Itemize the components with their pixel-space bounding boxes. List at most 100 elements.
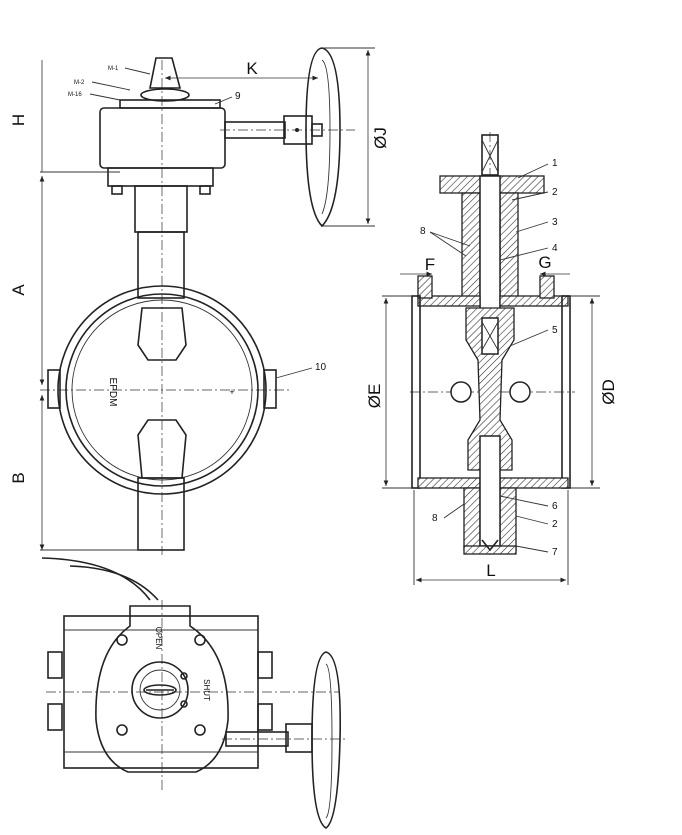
part-label-2b: 2 xyxy=(552,519,558,530)
dim-l-label: L xyxy=(486,561,495,580)
handwheel-rim xyxy=(305,47,341,228)
body-bore xyxy=(71,299,253,481)
cable-2 xyxy=(69,565,159,601)
neck-lower xyxy=(137,231,185,299)
dial-screw-2 xyxy=(180,700,188,708)
leader-8b xyxy=(443,503,465,519)
disc-hub-top xyxy=(137,307,187,361)
disc-upper-bore-x2 xyxy=(481,321,499,351)
open-label: OPEN xyxy=(154,627,163,650)
cable-1 xyxy=(41,557,151,601)
leader-8a-2 xyxy=(429,231,467,257)
top-lug-right-2 xyxy=(257,703,273,731)
top-view: OPEN SHUT xyxy=(41,557,345,829)
dim-j-label: ØJ xyxy=(371,127,390,149)
lower-neck-left-wall xyxy=(463,487,481,551)
part-label-9: 9 xyxy=(235,91,241,102)
shut-label: SHUT xyxy=(202,679,211,701)
top-hub xyxy=(285,723,313,753)
section-view xyxy=(410,132,575,555)
seat-label: EPDM xyxy=(107,378,118,407)
top-lug-right-1 xyxy=(257,651,273,679)
part-label-6: 6 xyxy=(552,501,558,512)
label-m2: M-2 xyxy=(74,80,85,86)
dim-f-label: F xyxy=(425,255,435,274)
part-label-10: 10 xyxy=(315,362,327,373)
indicator-dial-inner xyxy=(139,669,181,711)
upper-neck-right-wall xyxy=(499,192,519,299)
section-view-dimensions: F G ØE ØD L 1 2 3 4 5 8 8 6 xyxy=(365,158,618,585)
leader-3 xyxy=(515,221,549,233)
plate-bolt-1 xyxy=(116,634,128,646)
dim-e-label: ØE xyxy=(365,384,384,409)
part-label-5: 5 xyxy=(552,325,558,336)
gearbox-plate xyxy=(95,605,229,773)
indicator-dial-outer xyxy=(131,661,189,719)
upper-neck-left-wall xyxy=(461,192,481,299)
body-seat-ring xyxy=(65,293,259,487)
gearbox-indicator xyxy=(149,57,182,89)
top-handwheel-rim xyxy=(311,651,342,829)
part-label-8a: 8 xyxy=(420,226,426,237)
hub-spoke xyxy=(311,123,323,137)
lug-left xyxy=(47,369,61,409)
leader-m2 xyxy=(91,81,131,91)
body-outer-ring xyxy=(57,285,267,495)
part-label-1: 1 xyxy=(552,158,558,169)
plate-bolt-3 xyxy=(116,724,128,736)
plate-bolt-4 xyxy=(194,724,206,736)
front-view-dimensions: H A B K ØJ M-1 M-2 M-16 9 10 xyxy=(9,47,390,551)
top-lug-left-2 xyxy=(47,703,63,731)
dim-h-label: H xyxy=(9,114,28,126)
disc-section xyxy=(465,307,515,471)
dim-a-label: A xyxy=(9,284,28,296)
gearbox-base xyxy=(107,167,214,187)
plate-bolt-2 xyxy=(194,634,206,646)
indicator-pointer-icon xyxy=(143,684,177,696)
gearbox-cap xyxy=(140,88,190,102)
part-label-8b: 8 xyxy=(432,513,438,524)
body-bottom-right xyxy=(499,477,569,489)
body-left-face xyxy=(411,295,421,489)
stem-square-x2 xyxy=(481,139,499,173)
leader-1 xyxy=(517,163,549,179)
disc-hole-right xyxy=(509,381,531,403)
part-label-7: 7 xyxy=(552,547,558,558)
leader-9 xyxy=(214,96,233,105)
disc-hole-left xyxy=(450,381,472,403)
stem-square xyxy=(481,134,499,176)
neck-bottom xyxy=(137,477,185,551)
gearbox-bolt-left xyxy=(111,185,123,195)
leader-10 xyxy=(275,367,313,379)
dim-b-label: B xyxy=(9,472,28,483)
label-m1: M-1 xyxy=(108,66,119,72)
lower-stem xyxy=(479,435,501,547)
body-bottom-left xyxy=(417,477,481,489)
dim-d-label: ØD xyxy=(599,379,618,405)
top-lug-left-1 xyxy=(47,651,63,679)
dim-k-label: K xyxy=(246,59,258,78)
part-label-3: 3 xyxy=(552,217,558,228)
neck-upper xyxy=(134,185,188,233)
body-top-left xyxy=(417,295,481,307)
leader-2b xyxy=(515,515,549,525)
label-m16: M-16 xyxy=(68,92,82,98)
dial-screw-1 xyxy=(180,672,188,680)
leader-m16 xyxy=(89,93,121,101)
gearbox-bolt-right xyxy=(199,185,211,195)
leader-m1 xyxy=(124,67,151,75)
part-label-2a: 2 xyxy=(552,187,558,198)
leader-2a xyxy=(511,191,549,201)
lug-f xyxy=(417,275,433,299)
leader-7 xyxy=(515,545,549,553)
stem-tip xyxy=(481,539,499,552)
gearbox xyxy=(99,57,226,195)
handwheel-rim-inner xyxy=(321,59,331,215)
part-label-4: 4 xyxy=(552,243,558,254)
leader-5 xyxy=(509,329,549,347)
lug-g xyxy=(539,275,555,299)
leader-4 xyxy=(499,247,549,261)
dim-g-label: G xyxy=(538,253,551,272)
upper-stem xyxy=(479,175,501,317)
